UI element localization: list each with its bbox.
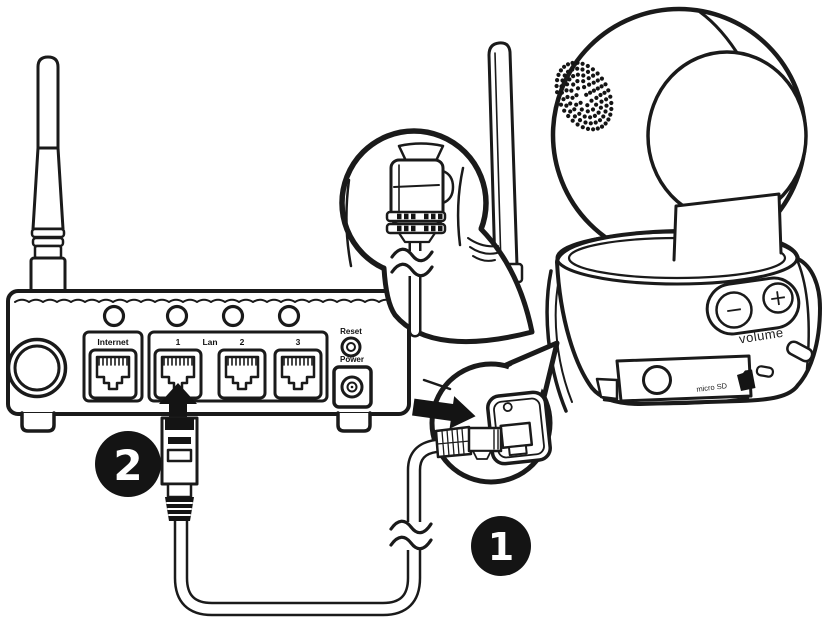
arrow-right-icon — [412, 396, 476, 429]
cable-break-icon — [389, 519, 433, 551]
sd-card-icon — [737, 369, 756, 391]
lan-port-1-label: 1 — [176, 337, 181, 347]
camera-illustration: − + volume micro SD — [487, 6, 822, 413]
plug-latch — [472, 450, 492, 460]
ethernet-port-opening — [499, 421, 534, 450]
step-1-badge: 1 — [471, 516, 531, 576]
router-foot-right — [336, 411, 372, 433]
volume-minus-button — [715, 291, 753, 329]
lan-port-2-label: 2 — [240, 337, 245, 347]
arrow-up-icon — [159, 383, 197, 418]
power-label: Power — [340, 355, 364, 364]
port-door — [545, 269, 573, 413]
router-top-texture — [14, 298, 408, 303]
volume-plus-icon: + — [767, 285, 789, 312]
plug-body — [467, 426, 503, 453]
volume-plus-button — [762, 282, 794, 314]
closeup-cable — [390, 235, 434, 338]
sd-slot-panel: micro SD — [615, 354, 756, 403]
reset-label: Reset — [340, 327, 362, 336]
reset-button: Reset — [340, 327, 362, 358]
lan-port-3-label: 3 — [296, 337, 301, 347]
ethernet-connector-top-view — [385, 142, 455, 244]
callout-tail-edge — [381, 226, 535, 345]
panel-button — [642, 365, 672, 395]
router-antenna — [29, 55, 67, 296]
camera-neck — [674, 194, 781, 260]
volume-minus-icon: − — [723, 297, 745, 324]
router-illustration: Internet 1 Lan 2 3 Reset Power — [6, 55, 411, 433]
ethernet-cable — [173, 438, 444, 617]
ethernet-plug-camera — [412, 396, 503, 460]
boot-ribs — [397, 213, 443, 232]
step-1-number: 1 — [488, 525, 514, 569]
volume-label: volume — [738, 325, 785, 347]
lan-ports: 1 Lan 2 3 — [147, 330, 329, 403]
camera-port-plate — [486, 390, 552, 466]
callout-tail-edge — [503, 340, 560, 400]
ethernet-jack-icon — [88, 348, 138, 400]
ethernet-plug-router — [160, 416, 199, 521]
callout-connector-closeup — [339, 128, 535, 345]
camera-ball — [646, 50, 808, 222]
ethernet-jack-icon — [217, 348, 267, 400]
router-led-indicators — [102, 304, 301, 328]
internet-port-label: Internet — [97, 337, 128, 347]
cable-break-icon — [390, 247, 434, 278]
step-badges: 2 1 — [95, 431, 531, 576]
lan-group-label: Lan — [202, 337, 217, 347]
router-foot-left — [20, 411, 56, 433]
power-jack: Power — [332, 355, 373, 409]
step-2-number: 2 — [113, 441, 142, 490]
internet-port: Internet — [82, 330, 144, 403]
step-2-badge: 2 — [95, 431, 161, 497]
micro-sd-label: micro SD — [696, 381, 728, 394]
speaker-grille — [554, 60, 614, 132]
screw-icon — [502, 402, 513, 412]
camera-base-foot — [595, 377, 619, 401]
volume-buttons: − + — [705, 276, 801, 336]
router-round-connector — [6, 337, 68, 399]
ethernet-jack-icon — [273, 348, 323, 400]
